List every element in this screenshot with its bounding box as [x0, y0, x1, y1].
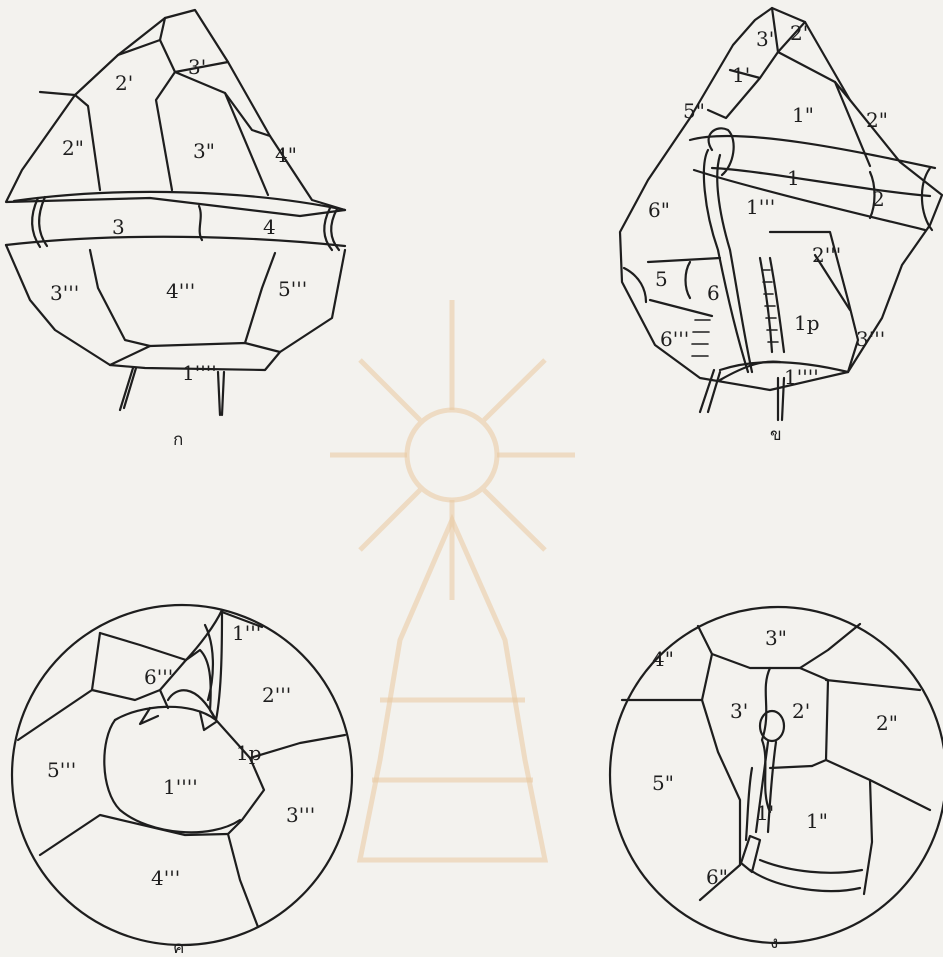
plate-label: 2: [872, 187, 885, 211]
plate-label: 5''': [47, 758, 76, 782]
plate-label: 1: [787, 166, 800, 190]
plate-label: 4''': [151, 866, 180, 890]
plate-label: 6''': [660, 327, 689, 351]
plate-label: 1p: [236, 741, 262, 765]
plate-label: 2": [876, 711, 898, 735]
figure-caption: ง: [770, 933, 778, 953]
figure-b-oblique-view: 3' 2' 1' 5" 1" 2" 1 2 6" 1''' 2''' 5 6 6…: [620, 8, 942, 445]
plate-label: 3": [193, 139, 215, 163]
figure-caption: ก: [173, 430, 183, 450]
plate-label: 5": [683, 99, 705, 123]
plate-label: 6": [706, 865, 728, 889]
plate-label: 3: [112, 215, 125, 239]
watermark-emblem: [330, 300, 575, 860]
plate-label: 1': [756, 801, 774, 825]
plate-label: 2': [792, 699, 810, 723]
plate-label: 1': [732, 63, 750, 87]
plate-label: 2''': [812, 243, 841, 267]
plate-label: 1''': [232, 621, 261, 645]
plate-label: 1''': [746, 195, 775, 219]
plate-label: 5''': [278, 277, 307, 301]
plate-label: 2''': [262, 683, 291, 707]
plate-label: 1'''': [182, 361, 217, 385]
plate-label: 3": [765, 626, 787, 650]
figure-c-antapical-view: 1''' 6''' 2''' 1p 5''' 1'''' 3''' 4''' ค: [12, 605, 352, 957]
figure-d-apical-view: 3" 4" 3' 2' 2" 5" 1' 1" 6" ง: [610, 607, 943, 953]
plate-label: 2": [62, 136, 84, 160]
plate-label: 1": [806, 809, 828, 833]
plate-label: 3': [730, 699, 748, 723]
plate-label: 5: [655, 267, 668, 291]
plate-label: 5": [652, 771, 674, 795]
plate-label: 6''': [144, 665, 173, 689]
plate-label: 3''': [856, 327, 885, 351]
plate-label: 4''': [166, 279, 195, 303]
plate-label: 2': [115, 71, 133, 95]
plate-label: 4: [263, 215, 276, 239]
plate-label: 3''': [50, 281, 79, 305]
plate-label: 1": [792, 103, 814, 127]
figure-caption: ข: [770, 425, 782, 445]
figure-caption: ค: [173, 938, 184, 957]
plate-label: 3': [188, 55, 206, 79]
plate-label: 2": [866, 108, 888, 132]
plate-label: 4": [275, 143, 297, 167]
plate-label: 1p: [794, 311, 820, 335]
figure-a-ventral-view: 2' 3' 2" 3" 4" 3 4 3''' 4''' 5''' 1'''' …: [6, 10, 345, 450]
plate-label: 1'''': [784, 365, 819, 389]
plate-label: 1'''': [163, 775, 198, 799]
plate-label: 6: [707, 281, 720, 305]
plate-label: 4": [652, 647, 674, 671]
plate-label: 3''': [286, 803, 315, 827]
plate-label: 6": [648, 198, 670, 222]
plate-label: 2': [790, 21, 808, 45]
plate-label: 3': [756, 27, 774, 51]
